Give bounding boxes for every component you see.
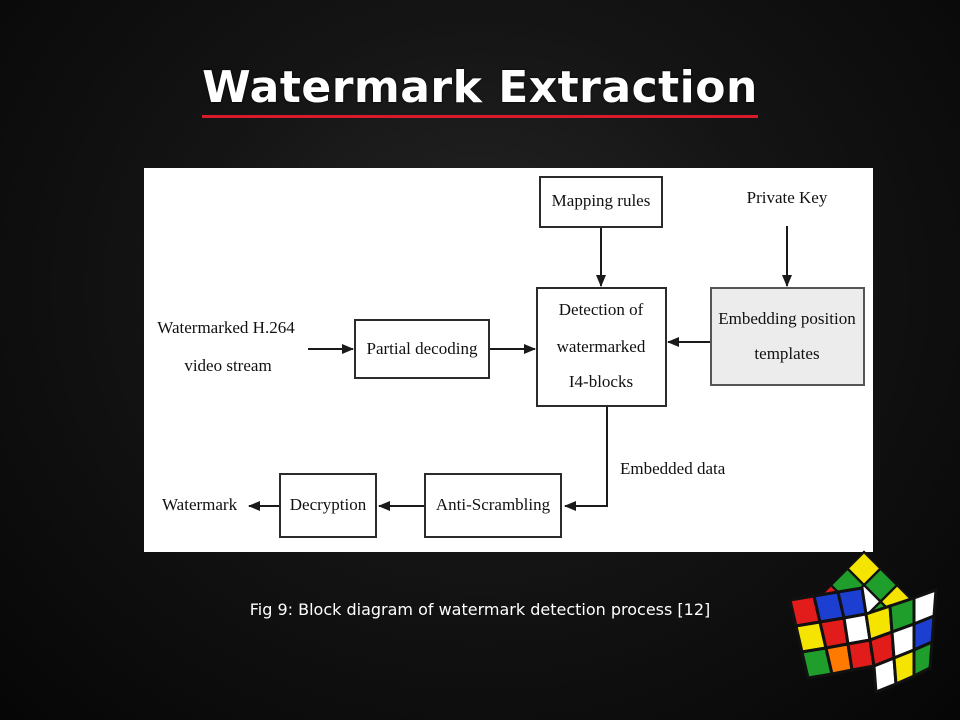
decryption-label: Decryption [290, 495, 367, 514]
templates-label-line1: Embedding position [718, 309, 856, 328]
templates-box [710, 287, 865, 386]
figure-caption: Fig 9: Block diagram of watermark detect… [0, 600, 960, 619]
detection-label-line1: Detection of [559, 300, 644, 319]
input-label-line1: Watermarked H.264 [157, 318, 295, 337]
anti-scrambling-label: Anti-Scrambling [436, 495, 551, 514]
block-diagram: Mapping rules Private Key Watermarked H.… [144, 168, 873, 552]
detection-label-line2: watermarked [557, 337, 646, 356]
embedded-data-label: Embedded data [620, 459, 726, 478]
decryption-box [279, 473, 377, 538]
partial-decoding-label: Partial decoding [367, 339, 478, 358]
anti-scrambling-box [424, 473, 562, 538]
detection-label-line3: I4-blocks [569, 372, 633, 391]
private-key-label: Private Key [747, 188, 828, 207]
templates-label-line2: templates [754, 344, 819, 363]
arrow-detection-to-antiscrambling [564, 407, 608, 511]
rubiks-cube-icon [782, 548, 942, 713]
mapping-rules-label: Mapping rules [552, 191, 651, 210]
page-title: Watermark Extraction [0, 62, 960, 118]
partial-decoding-box [354, 319, 490, 379]
mapping-rules-box [539, 176, 663, 228]
input-label-line2: video stream [184, 356, 271, 375]
title-text: Watermark Extraction [202, 62, 758, 118]
detection-box [536, 287, 667, 407]
watermark-output-label: Watermark [162, 495, 238, 514]
caption-text: Fig 9: Block diagram of watermark detect… [249, 600, 711, 619]
